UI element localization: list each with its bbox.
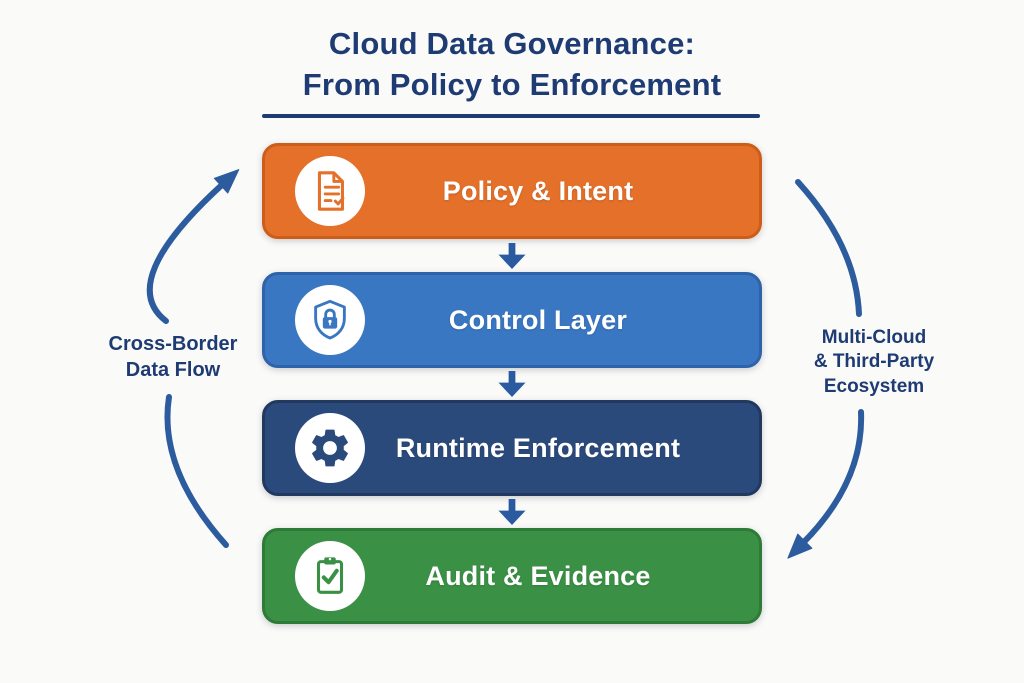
clipboard-check-icon bbox=[295, 541, 365, 611]
title-underline bbox=[262, 114, 760, 118]
title-line-1: Cloud Data Governance: bbox=[328, 26, 696, 61]
left-annotation-line-1: Cross-Border bbox=[108, 333, 238, 355]
left-annotation-line-2: Data Flow bbox=[125, 359, 221, 381]
right-annotation-line-2: & Third-Party bbox=[813, 351, 935, 373]
left-annotation: Cross-Border Data Flow bbox=[86, 331, 260, 383]
flow-step-control-layer: Control Layer bbox=[262, 272, 762, 368]
flow-step-policy-and-intent: Policy & Intent bbox=[262, 143, 762, 239]
right-annotation: Multi-Cloud & Third-Party Ecosystem bbox=[784, 326, 964, 399]
down-arrow-icon bbox=[494, 371, 530, 398]
left-cycle-arrow-upper bbox=[146, 169, 240, 324]
right-annotation-line-3: Ecosystem bbox=[823, 375, 925, 397]
flow-step-runtime-enforcement: Runtime Enforcement bbox=[262, 400, 762, 496]
document-check-icon bbox=[295, 156, 365, 226]
flow-step-label: Policy & Intent bbox=[442, 175, 634, 206]
flow-step-label: Control Layer bbox=[448, 304, 628, 335]
right-cycle-arrow-upper bbox=[795, 179, 862, 317]
gear-icon bbox=[295, 413, 365, 483]
shield-lock-icon bbox=[295, 285, 365, 355]
right-cycle-arrow-lower bbox=[787, 409, 865, 559]
flow-step-audit-and-evidence: Audit & Evidence bbox=[262, 528, 762, 624]
page-title: Cloud Data Governance: From Policy to En… bbox=[0, 24, 1024, 106]
down-arrow-icon bbox=[494, 243, 530, 270]
title-line-2: From Policy to Enforcement bbox=[302, 66, 722, 102]
flow-step-label: Runtime Enforcement bbox=[395, 432, 681, 463]
right-annotation-line-1: Multi-Cloud bbox=[821, 327, 927, 348]
left-cycle-arrow-lower bbox=[164, 394, 229, 548]
down-arrow-icon bbox=[494, 499, 530, 526]
flow-step-label: Audit & Evidence bbox=[425, 560, 651, 591]
